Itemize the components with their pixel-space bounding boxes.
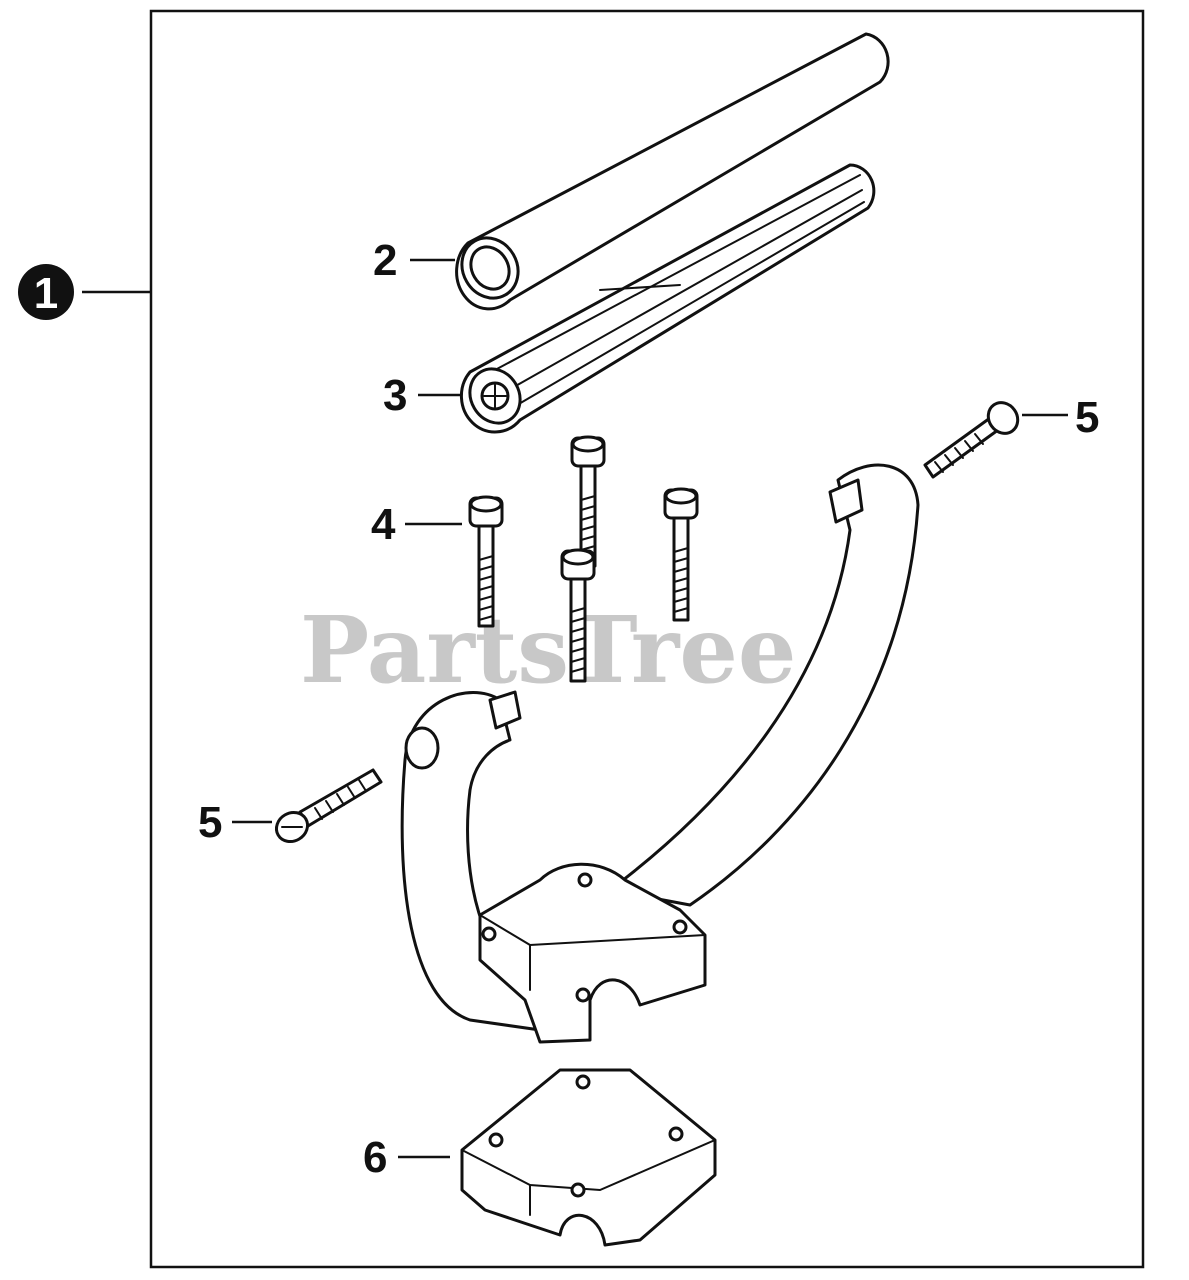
part-grip-sleeve[interactable] [451,32,890,311]
part-bolt-1[interactable] [468,495,504,628]
part-grip-core[interactable] [459,163,876,434]
part-bolt-3[interactable] [663,487,699,622]
callout-grip-sleeve-label: 2 [373,236,397,285]
callout-assembly[interactable]: 1 [18,264,151,320]
part-handle-bracket[interactable] [400,463,920,1044]
part-bolt-4[interactable] [560,548,596,683]
part-screw-right[interactable] [923,397,1024,479]
callout-screw-right[interactable]: 5 [1022,393,1099,442]
callout-bolts[interactable]: 4 [371,500,462,549]
callout-clamp-label: 6 [363,1133,387,1182]
callout-grip-sleeve[interactable]: 2 [373,236,455,285]
callout-bolts-label: 4 [371,500,396,549]
callout-grip-core-label: 3 [383,371,407,420]
part-clamp-cap[interactable] [460,1068,717,1247]
callout-screw-left-label: 5 [198,798,222,847]
diagram-frame [149,9,1145,1269]
callout-clamp[interactable]: 6 [363,1133,450,1182]
part-screw-left[interactable] [271,768,383,847]
part-bolt-2[interactable] [570,435,606,568]
callout-screw-left[interactable]: 5 [198,798,272,847]
callout-grip-core[interactable]: 3 [383,371,460,420]
callout-assembly-label: 1 [34,269,58,318]
watermark: PartsTree [300,596,796,704]
callout-screw-right-label: 5 [1075,393,1099,442]
